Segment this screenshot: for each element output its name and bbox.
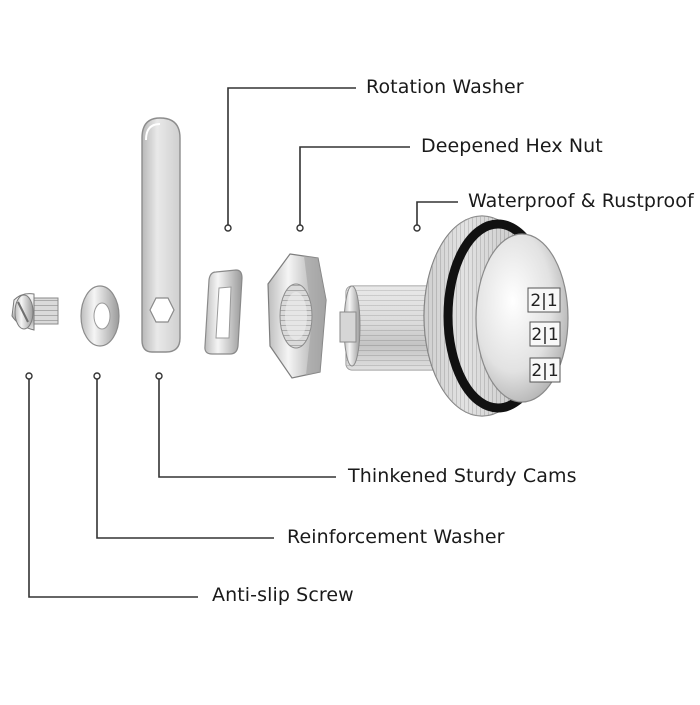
- leader-lines: [28, 87, 458, 598]
- leader-hex-nut: [299, 146, 410, 226]
- hex-nut: [267, 253, 327, 379]
- dial-window-3: 2|1: [529, 357, 561, 383]
- reinforcement-washer: [80, 285, 120, 347]
- dial-window-2: 2|1: [529, 321, 561, 347]
- rotation-washer: [204, 269, 243, 355]
- label-anti-slip-screw: Anti-slip Screw: [212, 584, 354, 606]
- label-rotation-washer: Rotation Washer: [366, 76, 524, 98]
- leader-reinforcement-washer: [96, 378, 274, 539]
- cam-bar: [141, 117, 181, 353]
- dial-digit-2: 2|1: [531, 325, 558, 345]
- dial-digit-3: 2|1: [531, 361, 558, 381]
- label-deepened-hex-nut: Deepened Hex Nut: [421, 135, 603, 157]
- leader-dots: [25, 224, 421, 380]
- leader-rotation-washer: [227, 87, 356, 226]
- label-reinforcement-washer: Reinforcement Washer: [287, 526, 505, 548]
- leader-waterproof: [416, 201, 458, 226]
- dial-window-1: 2|1: [527, 287, 561, 313]
- dial-digit-1: 2|1: [530, 291, 557, 311]
- lock-body: 2|1 2|1 2|1: [339, 215, 569, 417]
- label-sturdy-cams: Thinkened Sturdy Cams: [348, 465, 577, 487]
- leader-cams: [158, 378, 336, 478]
- leader-anti-slip-screw: [28, 378, 198, 598]
- label-waterproof-rustproof: Waterproof & Rustproof: [468, 190, 694, 212]
- anti-slip-screw: [11, 293, 59, 331]
